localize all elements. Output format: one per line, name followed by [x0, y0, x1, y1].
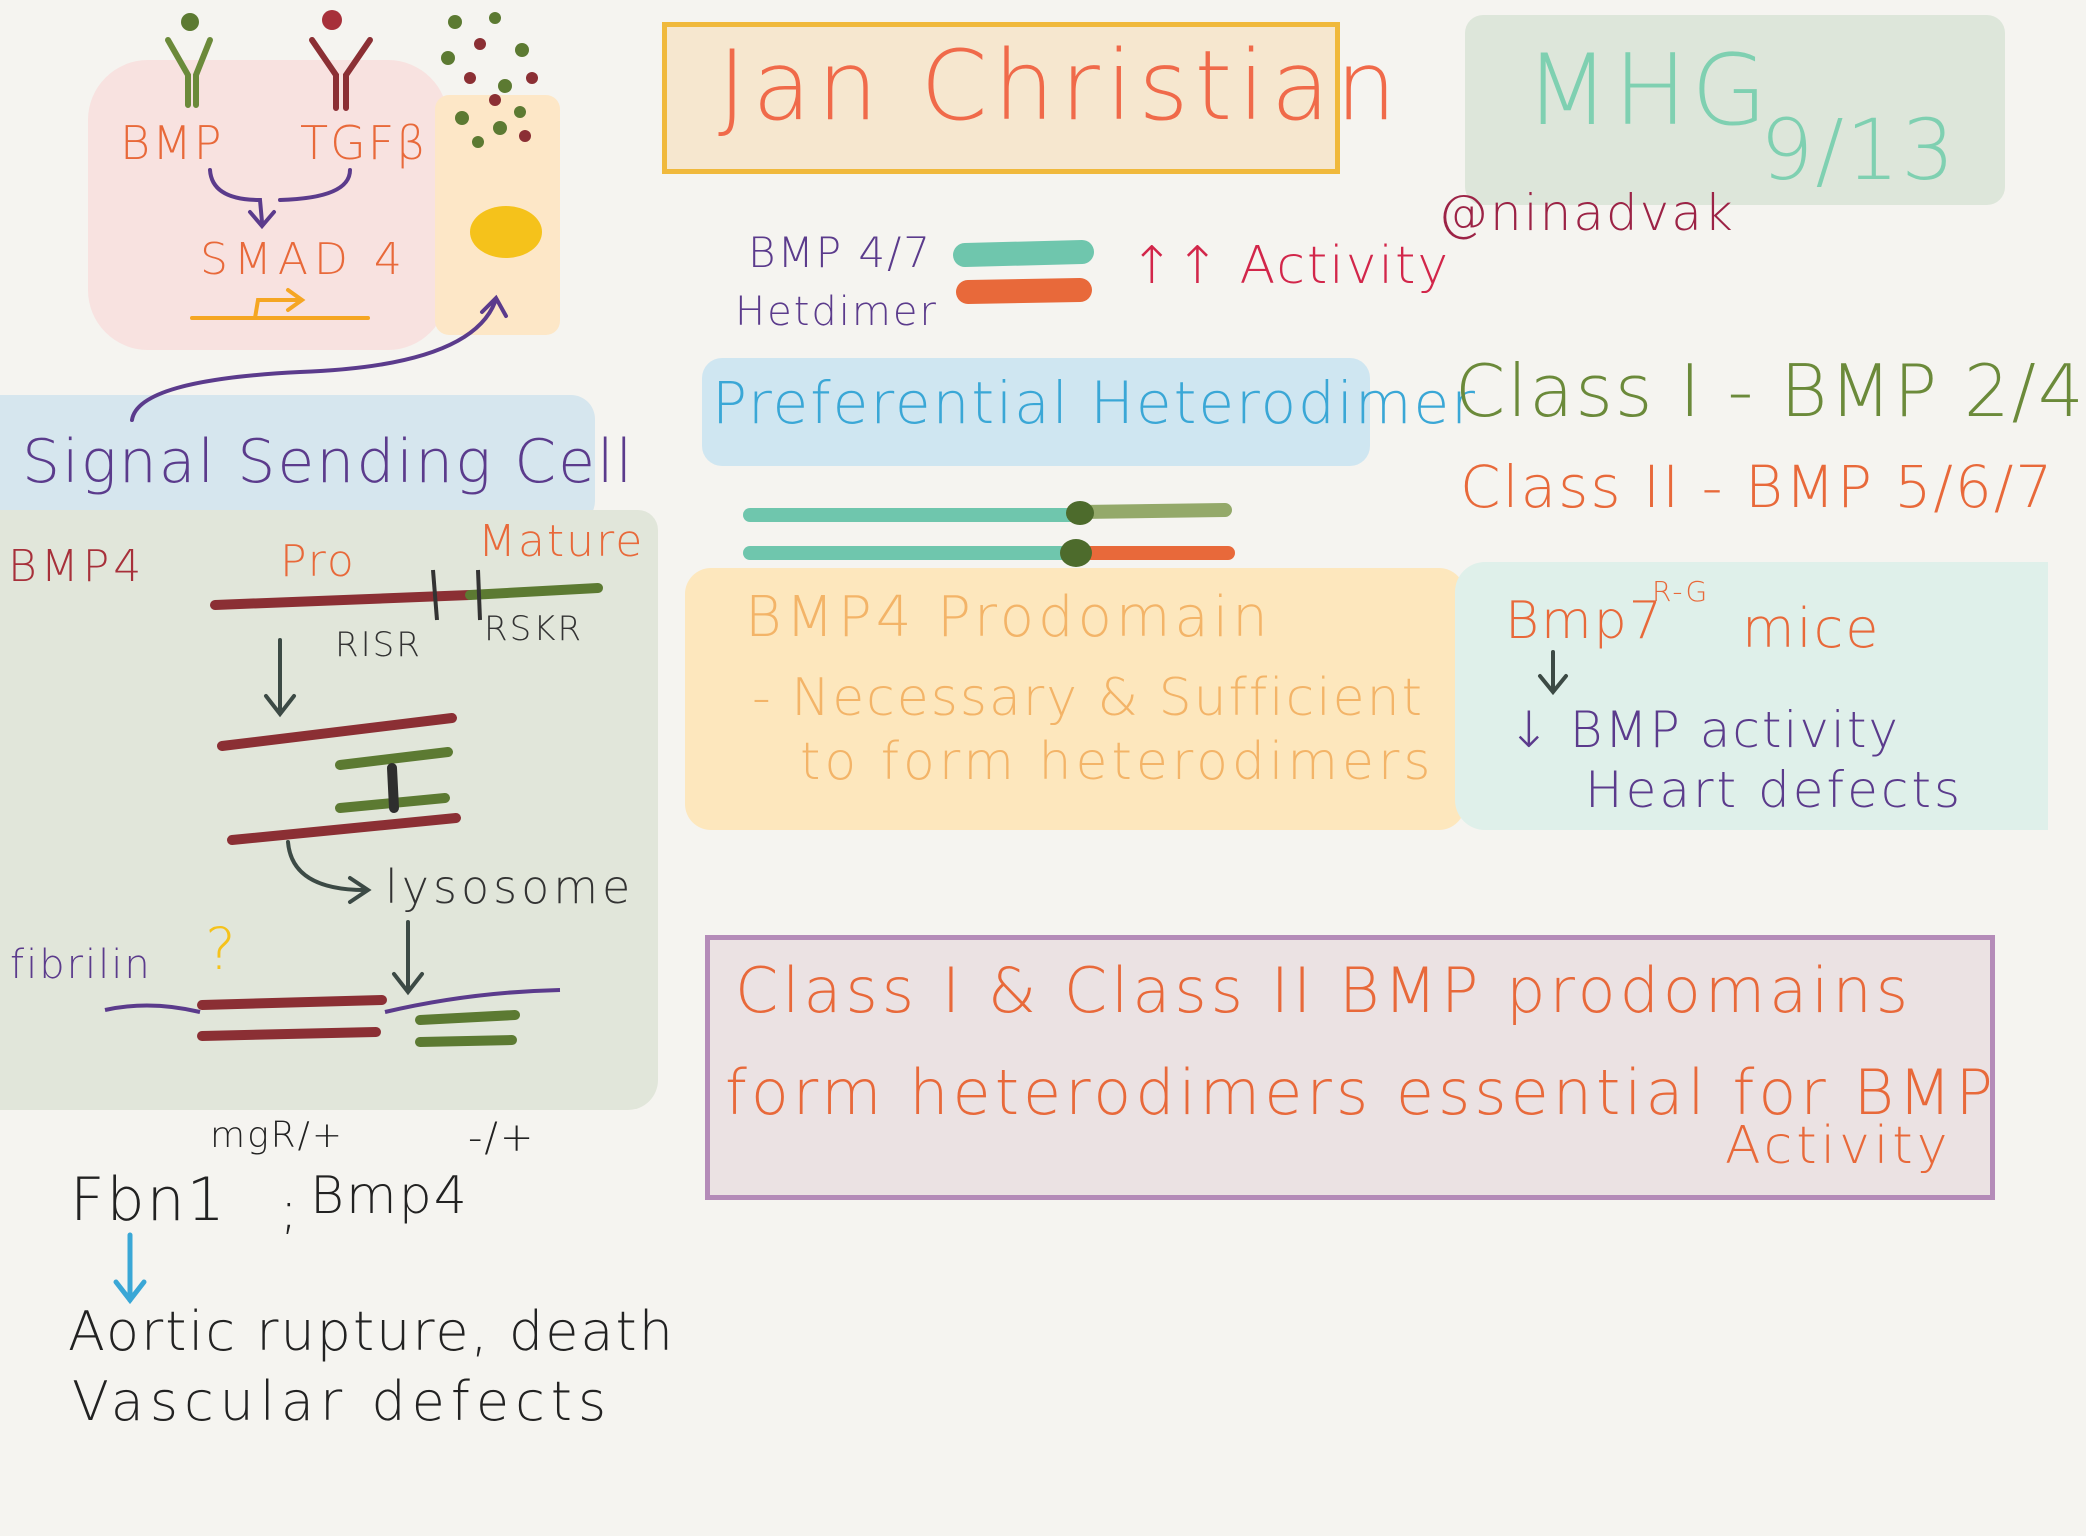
prodomain-strand	[217, 713, 457, 751]
nucleus-icon	[470, 206, 542, 258]
prodomain-heading: BMP4 Prodomain	[745, 585, 1272, 650]
latent-prodomain	[197, 1027, 381, 1041]
mice-allele: Bmp7	[1505, 591, 1664, 651]
tgfb-receptor-icon	[309, 37, 373, 111]
disulfide-bond	[387, 763, 399, 813]
heterodimer-label-2: Hetdimer	[735, 289, 938, 335]
meeting-panel	[1465, 15, 2005, 205]
class-1-label: Class I - BMP 2/4	[1455, 349, 2086, 433]
prodomain-panel	[685, 568, 1465, 830]
activity-label: ↑↑ Activity	[1130, 236, 1451, 296]
preferential-panel	[702, 358, 1370, 466]
cleavage-site-1: RISR	[335, 625, 422, 665]
bmp4-label: BMP4	[8, 541, 146, 592]
down-arrow-icon	[392, 920, 424, 996]
lysosome-label: lysosome	[385, 860, 635, 914]
ligand-bmp: BMP	[120, 116, 224, 170]
smad-arrows	[208, 168, 352, 230]
down-arrow-icon	[264, 638, 296, 718]
fbn1-allele: mgR/+	[210, 1115, 344, 1156]
transcription-arrow-icon	[190, 288, 370, 320]
cleavage-sites	[431, 569, 482, 621]
bmp7-swatch	[956, 278, 1092, 304]
conclusion-line-2: form heterodimers essential for BMP	[725, 1056, 1997, 1129]
dimer-bond	[1060, 539, 1092, 567]
fibrillin-strand	[104, 1003, 201, 1014]
bmp4-allele: -/+	[468, 1115, 536, 1161]
mature-released	[415, 1035, 517, 1047]
prodomain-strand	[227, 813, 461, 845]
page-title: Jan Christian	[718, 30, 1403, 142]
conclusion-line-3: Activity	[1725, 1116, 1952, 1176]
bmp4-gene: Bmp4	[310, 1166, 469, 1226]
signal-arrow-icon	[130, 294, 508, 422]
question-mark: ?	[205, 915, 238, 983]
signal-sending-panel	[0, 395, 595, 525]
heterodimer-label-1: BMP 4/7	[748, 228, 933, 277]
title-box	[662, 22, 1340, 174]
tgfb-ligand-dot	[322, 10, 342, 30]
dimer-bond	[1066, 501, 1094, 525]
secreted-ligands-icon	[441, 12, 538, 148]
fbn1-gene: Fbn1	[70, 1165, 227, 1235]
mice-label: mice	[1742, 597, 1881, 660]
prodomain-point-1: - Necessary & Sufficient	[752, 668, 1424, 728]
latent-prodomain	[197, 995, 387, 1010]
bmp-ligand-dot	[181, 13, 199, 31]
author-handle: @ninadvak	[1438, 184, 1735, 242]
smad4-label: SMAD 4	[200, 234, 408, 285]
fibrillin-label: fibrilin	[10, 942, 152, 988]
mice-allele-superscript: R-G	[1652, 575, 1710, 608]
mature-released	[415, 1010, 520, 1025]
down-arrow-icon	[1538, 650, 1568, 696]
fibrillin-strand	[384, 988, 561, 1014]
mature-strand	[335, 747, 453, 770]
meeting-name: MHG	[1525, 34, 1772, 148]
phenotype-vascular: Vascular defects	[72, 1370, 613, 1433]
pro-domain-bar	[210, 590, 475, 610]
meeting-date: 9/13	[1760, 101, 1957, 199]
pro-label: Pro	[280, 536, 356, 587]
class-2-label: Class II - BMP 5/6/7	[1460, 453, 2055, 521]
mice-effect-heart: Heart defects	[1585, 761, 1964, 819]
mice-panel	[1455, 562, 2048, 830]
bmp-receptor-icon	[165, 37, 213, 108]
signal-sending-cell-label: Signal Sending Cell	[22, 427, 635, 497]
bmp4-swatch	[953, 240, 1094, 267]
mature-domain-bar	[465, 583, 603, 600]
conclusion-box	[705, 935, 1995, 1200]
preferential-heterodimer-label: Preferential Heterodimer	[712, 369, 1478, 437]
bmp4-chain-mature	[1073, 503, 1232, 519]
genotype-separator: ;	[280, 1181, 300, 1241]
prodomain-point-2: to form heterodimers	[800, 732, 1435, 792]
lysosome-arrow-icon	[286, 840, 372, 904]
ligand-tgfb: TGFβ	[300, 116, 428, 170]
cleavage-site-2: RSKR	[484, 609, 584, 649]
down-arrow-icon	[113, 1232, 147, 1305]
conclusion-line-1: Class I & Class II BMP prodomains	[735, 954, 1913, 1027]
phenotype-aortic: Aortic rupture, death	[68, 1300, 675, 1363]
mice-effect-activity: ↓ BMP activity	[1508, 701, 1901, 759]
mature-label: Mature	[478, 516, 645, 567]
